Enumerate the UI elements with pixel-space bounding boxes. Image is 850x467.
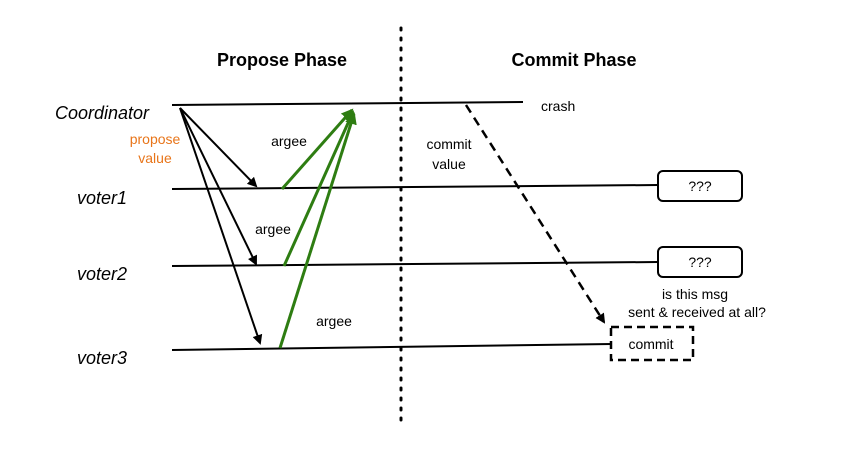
voter2-label: voter2 (77, 264, 127, 284)
propose-arrow-voter3 (179, 107, 263, 345)
voter2-state-box (657, 246, 743, 278)
voter2-timeline (171, 261, 659, 267)
voter1-state-label: ??? (688, 178, 712, 194)
commit-arrow-dashed (464, 104, 606, 324)
agree-arrow-voter1 (280, 108, 354, 190)
agree-label-1: argee (271, 133, 307, 149)
question-label-line2: sent & received at all? (628, 304, 766, 320)
agree-label-3: argee (316, 313, 352, 329)
propose-value-label-line1: propose (130, 131, 181, 147)
commit-phase-title: Commit Phase (511, 50, 636, 70)
question-label-line1: is this msg (662, 286, 728, 302)
voter3-state-label: commit (628, 336, 673, 352)
commit-value-label-line2: value (432, 156, 466, 172)
agree-arrow-voter2 (282, 110, 355, 267)
propose-arrow-voter2 (179, 107, 257, 266)
propose-phase-title: Propose Phase (217, 50, 347, 70)
commit-value-label-line1: commit (426, 136, 471, 152)
coordinator-timeline (171, 101, 524, 106)
agree-arrow-voter3 (278, 112, 357, 349)
voter3-state-box-dashed (609, 325, 695, 362)
voter2-state-label: ??? (688, 254, 712, 270)
voter1-timeline (171, 184, 659, 190)
voter3-timeline (171, 343, 613, 351)
voter3-label: voter3 (77, 348, 127, 368)
voter1-label: voter1 (77, 188, 127, 208)
propose-value-label-line2: value (138, 150, 172, 166)
propose-arrow-voter1 (179, 107, 258, 188)
crash-label: crash (541, 98, 575, 114)
voter1-state-box (657, 170, 743, 202)
agree-label-2: argee (255, 221, 291, 237)
coordinator-label: Coordinator (55, 103, 150, 123)
